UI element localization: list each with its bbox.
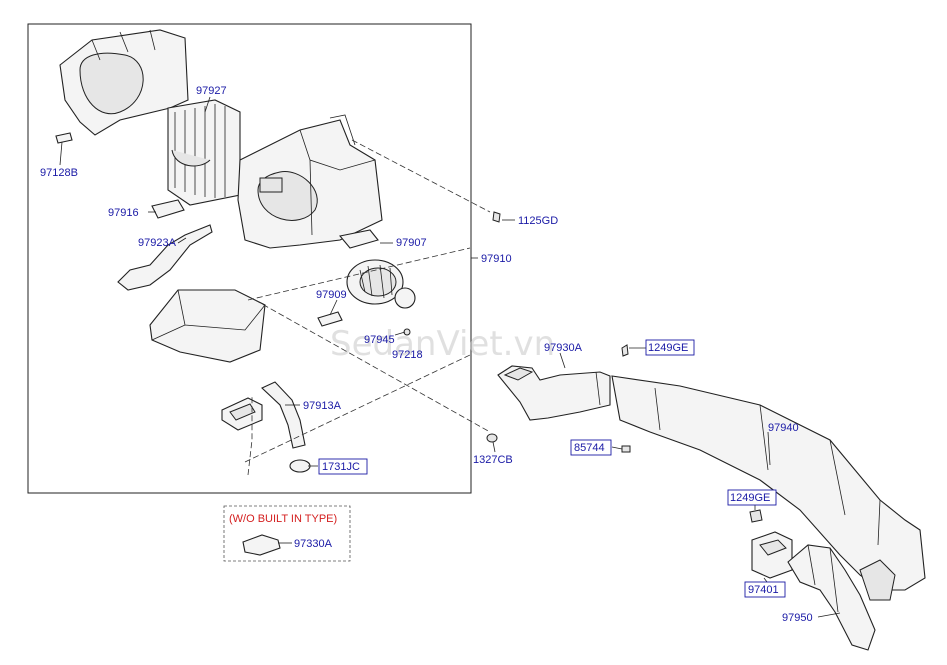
label-97923a: 97923A xyxy=(138,237,177,249)
label-97907: 97907 xyxy=(396,237,427,249)
label-box-97401 xyxy=(744,581,786,598)
label-box-85744 xyxy=(570,439,612,456)
label-1249ge-b: 1249GE xyxy=(730,492,770,504)
label-97401: 97401 xyxy=(748,584,779,596)
label-1125gd: 1125GD xyxy=(518,215,558,227)
seal-part xyxy=(242,534,281,556)
label-box-1249ge-a xyxy=(645,339,695,356)
label-box-1249ge-b xyxy=(727,489,777,506)
upper-case-part xyxy=(59,29,189,136)
label-97330a: 97330A xyxy=(294,538,333,550)
drain-hose-lower-part xyxy=(221,381,306,449)
duct-front-part xyxy=(497,365,611,421)
label-97945: 97945 xyxy=(364,334,395,346)
label-97916: 97916 xyxy=(108,207,139,219)
plug-part xyxy=(289,459,311,473)
variant-note: (W/O BUILT IN TYPE) xyxy=(229,513,337,525)
label-97927: 97927 xyxy=(196,85,227,97)
label-85744: 85744 xyxy=(574,442,605,454)
label-97950: 97950 xyxy=(782,612,813,624)
actuator-part xyxy=(338,229,379,249)
label-97930a: 97930A xyxy=(544,342,583,354)
label-1327cb: 1327CB xyxy=(473,454,513,466)
assembly-line xyxy=(351,139,491,213)
label-97909: 97909 xyxy=(316,289,347,301)
assembly-line xyxy=(244,354,471,463)
assembly-frame xyxy=(27,23,472,494)
label-97218: 97218 xyxy=(392,349,423,361)
heater-case-part xyxy=(237,114,383,249)
sensor-part xyxy=(151,199,185,219)
cover-part xyxy=(751,531,793,579)
clip-part xyxy=(621,445,631,453)
variant-box xyxy=(223,505,351,562)
nut-part xyxy=(486,433,498,443)
assembly-line xyxy=(247,395,253,476)
label-97940: 97940 xyxy=(768,422,799,434)
resistor-part xyxy=(317,311,343,327)
evaporator-core-part xyxy=(167,99,241,206)
duct-rear-part xyxy=(611,375,926,601)
label-1249ge-a: 1249GE xyxy=(648,342,688,354)
lower-case-part xyxy=(149,289,266,363)
clip-part xyxy=(749,509,763,523)
watermark: SedanViet.vn xyxy=(330,324,555,364)
leader-lines xyxy=(59,96,841,618)
drain-hose-part xyxy=(117,224,213,291)
clip-part xyxy=(621,344,629,357)
label-97128b: 97128B xyxy=(40,167,78,179)
duct-lower-part xyxy=(787,544,876,651)
label-97910: 97910 xyxy=(481,253,512,265)
screw-part xyxy=(492,211,501,223)
label-1731jc: 1731JC xyxy=(322,461,360,473)
label-97913a: 97913A xyxy=(303,400,342,412)
label-box-1731jc xyxy=(318,458,368,475)
blower-motor-part xyxy=(346,259,416,309)
assembly-line xyxy=(247,247,471,301)
clip-part xyxy=(55,132,73,144)
